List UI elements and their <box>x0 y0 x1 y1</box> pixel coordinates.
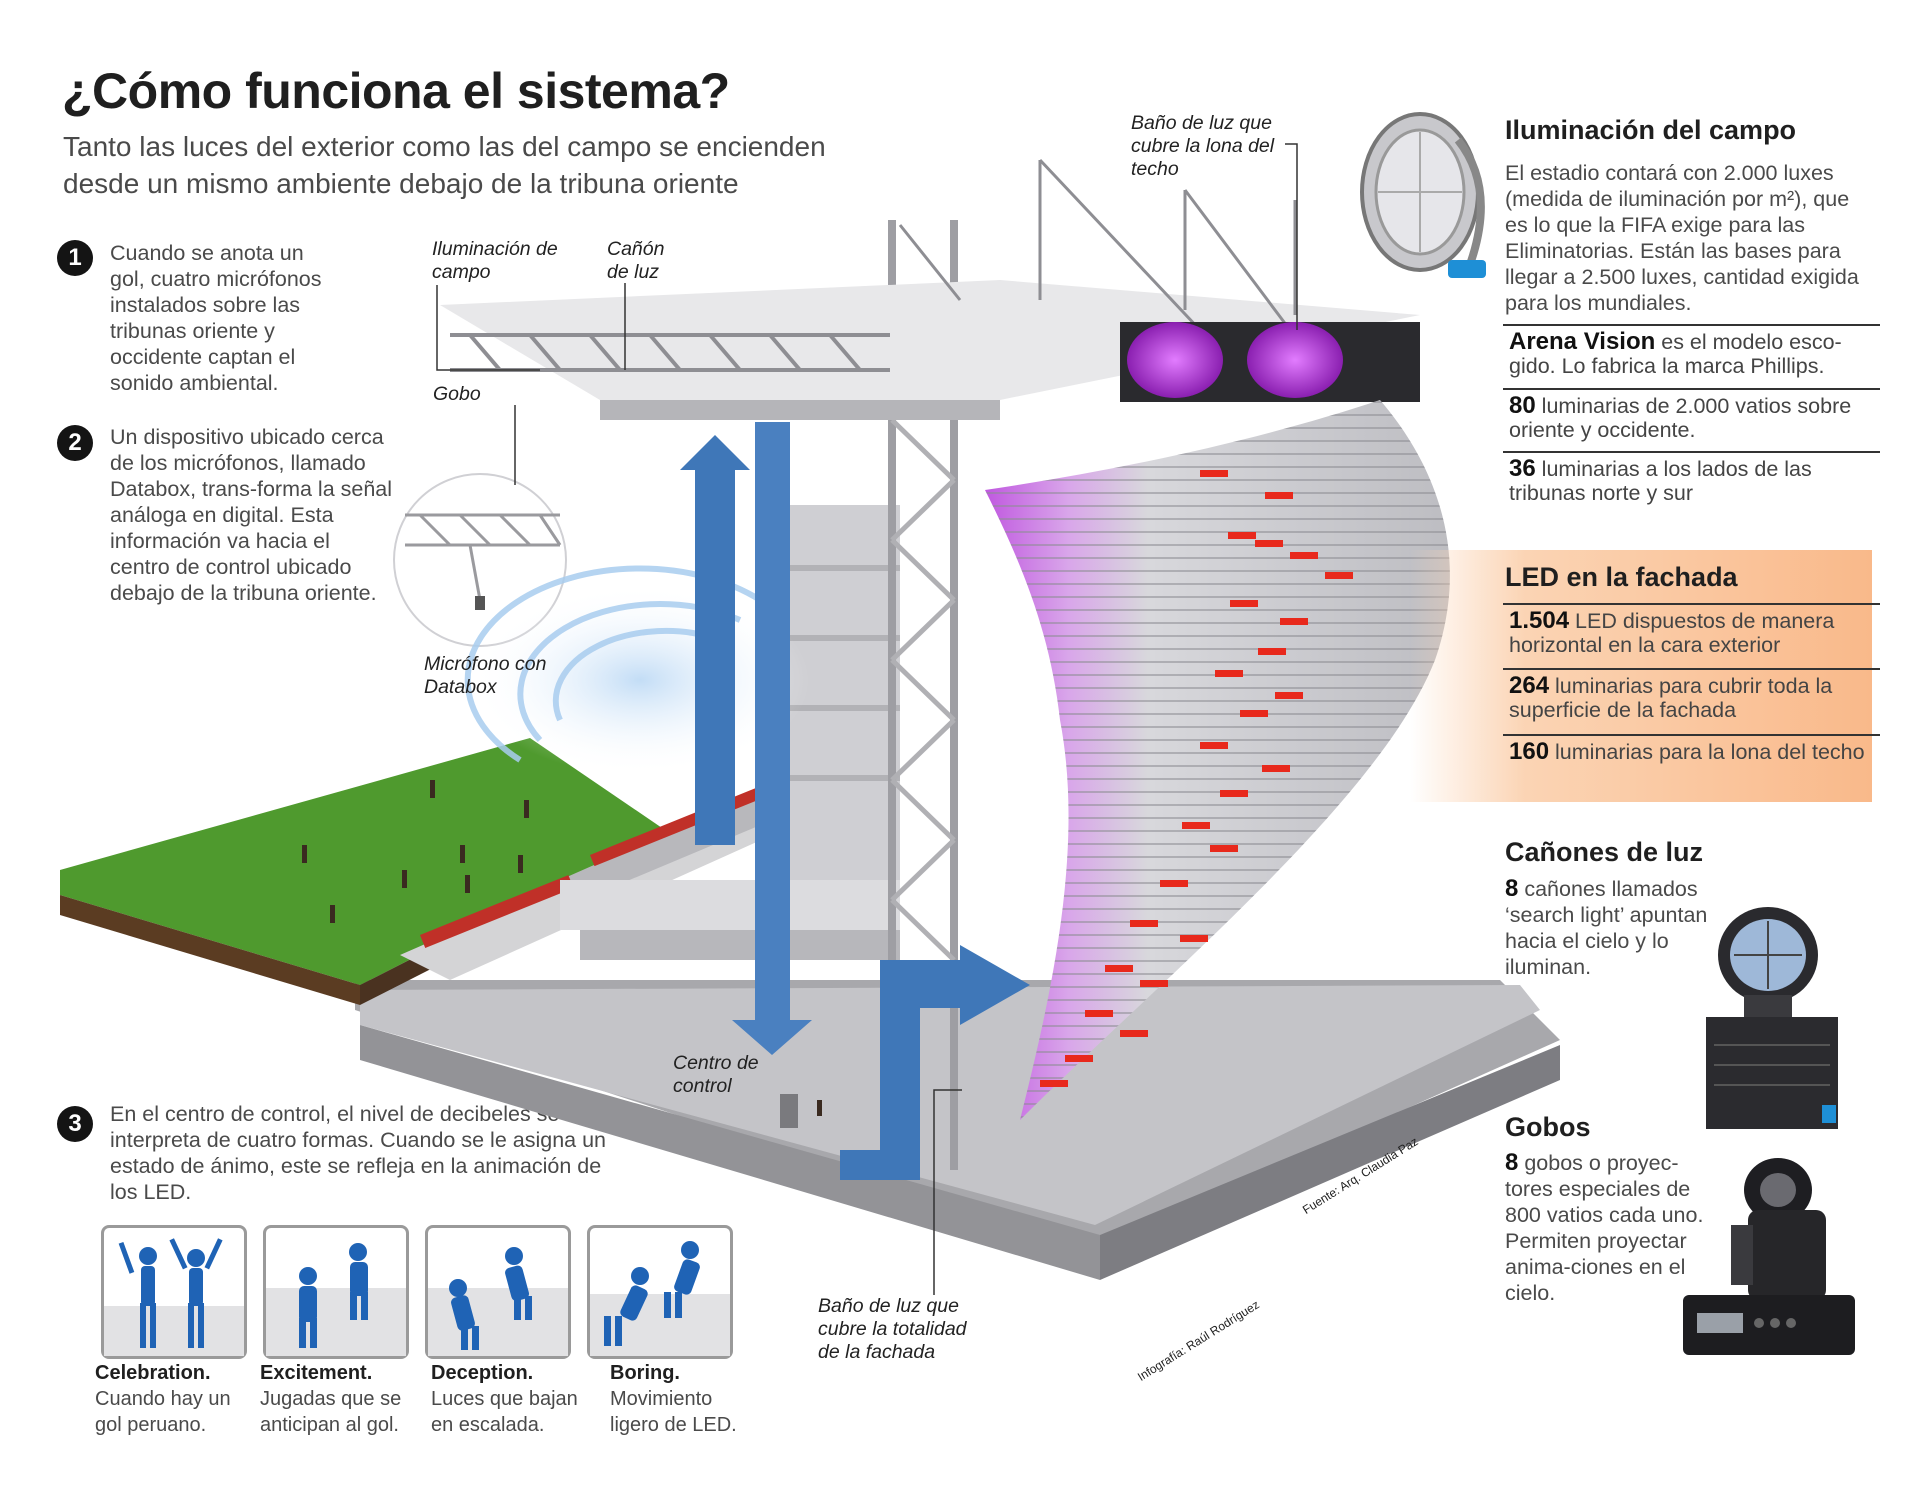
mood-celebration-icon <box>101 1225 247 1359</box>
canones-text: cañones llamados ‘search light’ apuntan … <box>1505 877 1708 979</box>
callout-microfono: Micrófono con Databox <box>424 653 547 698</box>
step-3-text: En el centro de control, el nivel de dec… <box>110 1102 606 1204</box>
led-stat-2: 264 luminarias para cubrir toda la super… <box>1503 668 1880 724</box>
callout-gobo: Gobo <box>433 383 481 405</box>
iluminacion-stat-3-num: 36 <box>1509 455 1536 482</box>
step-2-number: 2 <box>57 425 93 461</box>
canones-title: Cañones de luz <box>1505 837 1704 867</box>
led-stat-3-text: luminarias para la lona del techo <box>1549 740 1865 764</box>
step-1-text: Cuando se anota un gol, cuatro micrófono… <box>110 241 322 395</box>
mood-boring-title: Boring. <box>610 1362 680 1384</box>
iluminacion-body: El estadio contará con 2.000 luxes (medi… <box>1505 161 1859 315</box>
led-stat-3: 160 luminarias para la lona del techo <box>1503 734 1880 766</box>
gobos-text: gobos o proyec-tores especiales de 800 v… <box>1505 1151 1704 1305</box>
mood-boring-icon <box>587 1225 733 1359</box>
iluminacion-stat-3: 36 luminarias a los lados de las tribuna… <box>1503 451 1880 507</box>
mood-deception-icon <box>425 1225 571 1359</box>
led-stat-1-num: 1.504 <box>1509 607 1570 634</box>
gobos-num: 8 <box>1505 1149 1519 1176</box>
step-3-number: 3 <box>57 1106 93 1142</box>
callout-centro-control: Centro de control <box>673 1052 759 1097</box>
iluminacion-stat-1: Arena Vision es el modelo esco-gido. Lo … <box>1503 324 1880 380</box>
callout-iluminacion-campo: Iluminación de campo <box>432 238 558 283</box>
callout-canon-luz: Cañón de luz <box>607 238 665 283</box>
step-2-text: Un dispositivo ubicado cerca de los micr… <box>110 425 393 605</box>
iluminacion-title: Iluminación del campo <box>1505 115 1797 145</box>
led-title: LED en la fachada <box>1505 562 1738 592</box>
canones-body: 8 cañones llamados ‘search light’ apunta… <box>1505 876 1715 980</box>
iluminacion-stat-1-num: Arena Vision <box>1509 328 1656 355</box>
iluminacion-stat-2-num: 80 <box>1509 392 1536 419</box>
iluminacion-stat-3-text: luminarias a los lados de las tribunas n… <box>1509 457 1812 505</box>
led-stat-1: 1.504 LED dispuestos de manera horizonta… <box>1503 603 1880 659</box>
mood-deception-title: Deception. <box>431 1362 534 1384</box>
led-panel <box>1410 550 1872 802</box>
iluminacion-stat-2-text: luminarias de 2.000 vatios sobre oriente… <box>1509 394 1852 442</box>
mood-deception-desc: Luces que bajan en escalada. <box>431 1388 578 1436</box>
mood-celebration-desc: Cuando hay un gol peruano. <box>95 1388 231 1436</box>
mood-boring-desc: Movimiento ligero de LED. <box>610 1388 737 1436</box>
callout-bano-techo: Baño de luz que cubre la lona del techo <box>1131 112 1275 180</box>
led-stat-2-text: luminarias para cubrir toda la superfici… <box>1509 674 1833 722</box>
gobos-title: Gobos <box>1505 1112 1591 1142</box>
page-subtitle: Tanto las luces del exterior como las de… <box>63 131 826 199</box>
mood-excitement-desc: Jugadas que se anticipan al gol. <box>260 1388 402 1436</box>
page-title: ¿Cómo funciona el sistema? <box>62 63 730 119</box>
gobos-body: 8 gobos o proyec-tores especiales de 800… <box>1505 1150 1710 1306</box>
mood-excitement-icon <box>263 1225 409 1359</box>
callout-bano-fachada: Baño de luz que cubre la totalidad de la… <box>818 1295 967 1363</box>
step-1-number: 1 <box>57 240 93 276</box>
led-stat-3-num: 160 <box>1509 738 1550 765</box>
iluminacion-stat-2: 80 luminarias de 2.000 vatios sobre orie… <box>1503 388 1880 444</box>
gobo-projector-icon <box>1683 1158 1855 1355</box>
iluminacion-stat-1-text: es el modelo esco-gido. Lo fabrica la ma… <box>1509 330 1842 378</box>
led-stat-1-text: LED dispuestos de manera horizontal en l… <box>1509 609 1835 657</box>
searchlight-icon <box>1706 907 1838 1129</box>
led-stat-2-num: 264 <box>1509 672 1550 699</box>
mood-excitement-title: Excitement. <box>260 1362 373 1384</box>
mood-celebration-title: Celebration. <box>95 1362 211 1384</box>
floodlight-icon <box>1360 112 1486 278</box>
canones-num: 8 <box>1505 875 1519 902</box>
